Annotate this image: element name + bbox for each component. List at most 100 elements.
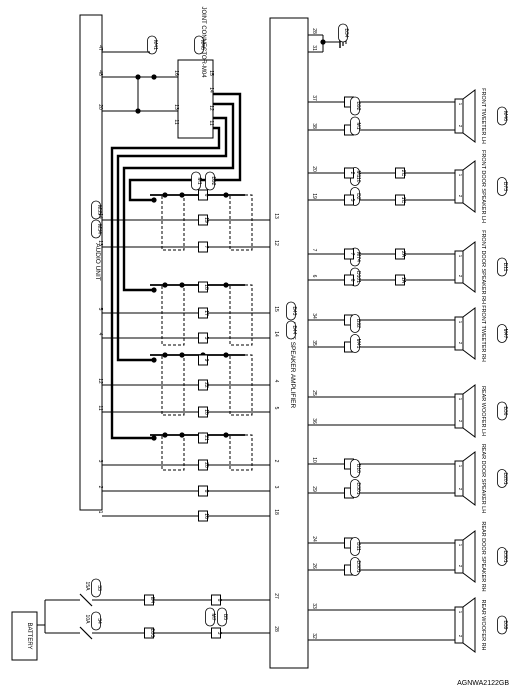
splice-dot <box>223 352 229 358</box>
audio-unit-pin: 1 <box>97 511 103 514</box>
harness-pin-box <box>198 307 208 319</box>
splice-dot <box>151 435 157 441</box>
harness-pin-box <box>198 379 208 391</box>
harness-pin: 20 <box>203 462 209 468</box>
ground-pin: 28 <box>311 28 317 34</box>
speaker-body <box>454 460 464 497</box>
joint-connector-id: M40 <box>199 40 205 50</box>
speaker-pin: 2 <box>458 565 463 568</box>
shield-box <box>161 194 185 251</box>
speaker-connector: B39 <box>502 621 508 630</box>
power-connector: B5 <box>222 614 228 620</box>
harness-pin-box <box>198 354 208 366</box>
harness-pin: 18 <box>203 284 209 290</box>
speaker-name: FRONT DOOR SPEAKER RH <box>480 230 486 304</box>
speaker-harness-pin: 1A <box>400 277 406 284</box>
speaker-pin: 1 <box>458 611 463 614</box>
amplifier-pin: 15 <box>273 306 279 312</box>
battery-box <box>11 611 38 661</box>
speaker-connector: D201 <box>502 473 508 485</box>
speaker-harness-connector: M1 <box>355 123 361 130</box>
speaker-harness-pin-box <box>395 274 405 286</box>
speaker-name: REAR WOOFER RH <box>480 599 486 650</box>
speaker-body <box>454 250 464 284</box>
speaker-name: FRONT DOOR SPEAKER LH <box>480 150 486 223</box>
joint-pin: 12 <box>208 105 214 111</box>
joint-pin: 14 <box>208 87 214 93</box>
splice-dot <box>135 108 141 114</box>
amplifier-pin: 12 <box>273 240 279 246</box>
splice-dot <box>179 192 185 198</box>
harness-pin: 17 <box>203 310 209 316</box>
speaker-connector-outline <box>497 106 507 126</box>
splice-dot <box>223 192 229 198</box>
shield-wire <box>122 102 235 292</box>
audio-unit-connector-1-outline <box>91 219 101 239</box>
harness-connector-1-outline <box>191 171 201 191</box>
speaker-harness-connector: D101 <box>355 271 361 283</box>
splice-dot <box>151 357 157 363</box>
speaker-connector: D301 <box>502 551 508 563</box>
speaker-harness-connector: M74 <box>355 252 361 262</box>
splice-dot <box>320 39 326 45</box>
fuse-symbol <box>79 593 93 607</box>
joint-connector-id-outline <box>194 35 204 55</box>
fuse-rating: 10A <box>84 615 90 625</box>
harness-connector-1: M1 <box>196 178 202 185</box>
shield-box <box>229 284 253 346</box>
fuse-id-outline <box>91 611 101 631</box>
amplifier-speaker-pin: 33 <box>311 603 317 609</box>
speaker-connector: D11 <box>502 263 508 272</box>
splice-dot <box>162 352 168 358</box>
harness-pin: 7 <box>203 246 209 249</box>
amplifier-pin: 5 <box>273 407 279 410</box>
harness-pin-box <box>198 281 208 293</box>
joint-connector-box <box>177 59 214 139</box>
splice-dot <box>223 432 229 438</box>
amplifier-speaker-pin: 36 <box>311 418 317 424</box>
audio-unit-pin: 14 <box>97 213 103 219</box>
speaker-pin: 1 <box>458 255 463 258</box>
splice-dot <box>162 192 168 198</box>
harness-pin: 19 <box>203 217 209 223</box>
fuse-id: 34 <box>96 618 102 624</box>
speaker-mid-pin: 7 <box>349 253 355 256</box>
speaker-pin: 2 <box>458 635 463 638</box>
fuse-id-outline <box>91 578 101 598</box>
speaker-pin: 2 <box>458 488 463 491</box>
speaker-cone <box>462 384 476 438</box>
splice-dot <box>151 287 157 293</box>
speaker-mid-pin: 2 <box>349 172 355 175</box>
speaker-body <box>454 393 464 429</box>
speaker-pin: 1 <box>458 174 463 177</box>
speaker-connector: M47 <box>502 329 508 339</box>
speaker-harness-pin: 2A <box>400 251 406 258</box>
splice-dot <box>135 74 141 80</box>
speaker-name: REAR DOOR SPEAKER LH <box>480 444 486 513</box>
harness-pin-box <box>198 510 208 522</box>
speaker-connector-outline <box>497 615 507 635</box>
speaker-mid-pin-box <box>344 194 354 206</box>
harness-pin: 9 <box>203 359 209 362</box>
speaker-harness-connector-outline <box>350 479 360 498</box>
speaker-connector-outline <box>497 324 507 343</box>
speaker-connector-outline <box>497 469 507 488</box>
harness-pin-box <box>198 459 208 471</box>
speaker-pin: 2 <box>458 275 463 278</box>
amplifier-speaker-pin: 38 <box>311 123 317 129</box>
speaker-cone <box>462 597 476 653</box>
splice-dot <box>162 282 168 288</box>
speaker-harness-pin-box <box>395 194 405 206</box>
splice-dot <box>162 432 168 438</box>
fuse-symbol <box>79 626 93 640</box>
joint-pin: 11 <box>173 119 179 124</box>
joint-pin: 15 <box>208 70 214 76</box>
power-pin-box <box>211 594 221 606</box>
joint-pin: 16 <box>173 70 179 76</box>
shield-wire <box>116 116 228 362</box>
power-pin: 8 <box>216 599 222 602</box>
harness-pin: 22 <box>203 382 209 388</box>
fuse-id: 33 <box>96 585 102 591</box>
speaker-cone <box>462 451 476 506</box>
harness-pin: 10 <box>203 409 209 415</box>
